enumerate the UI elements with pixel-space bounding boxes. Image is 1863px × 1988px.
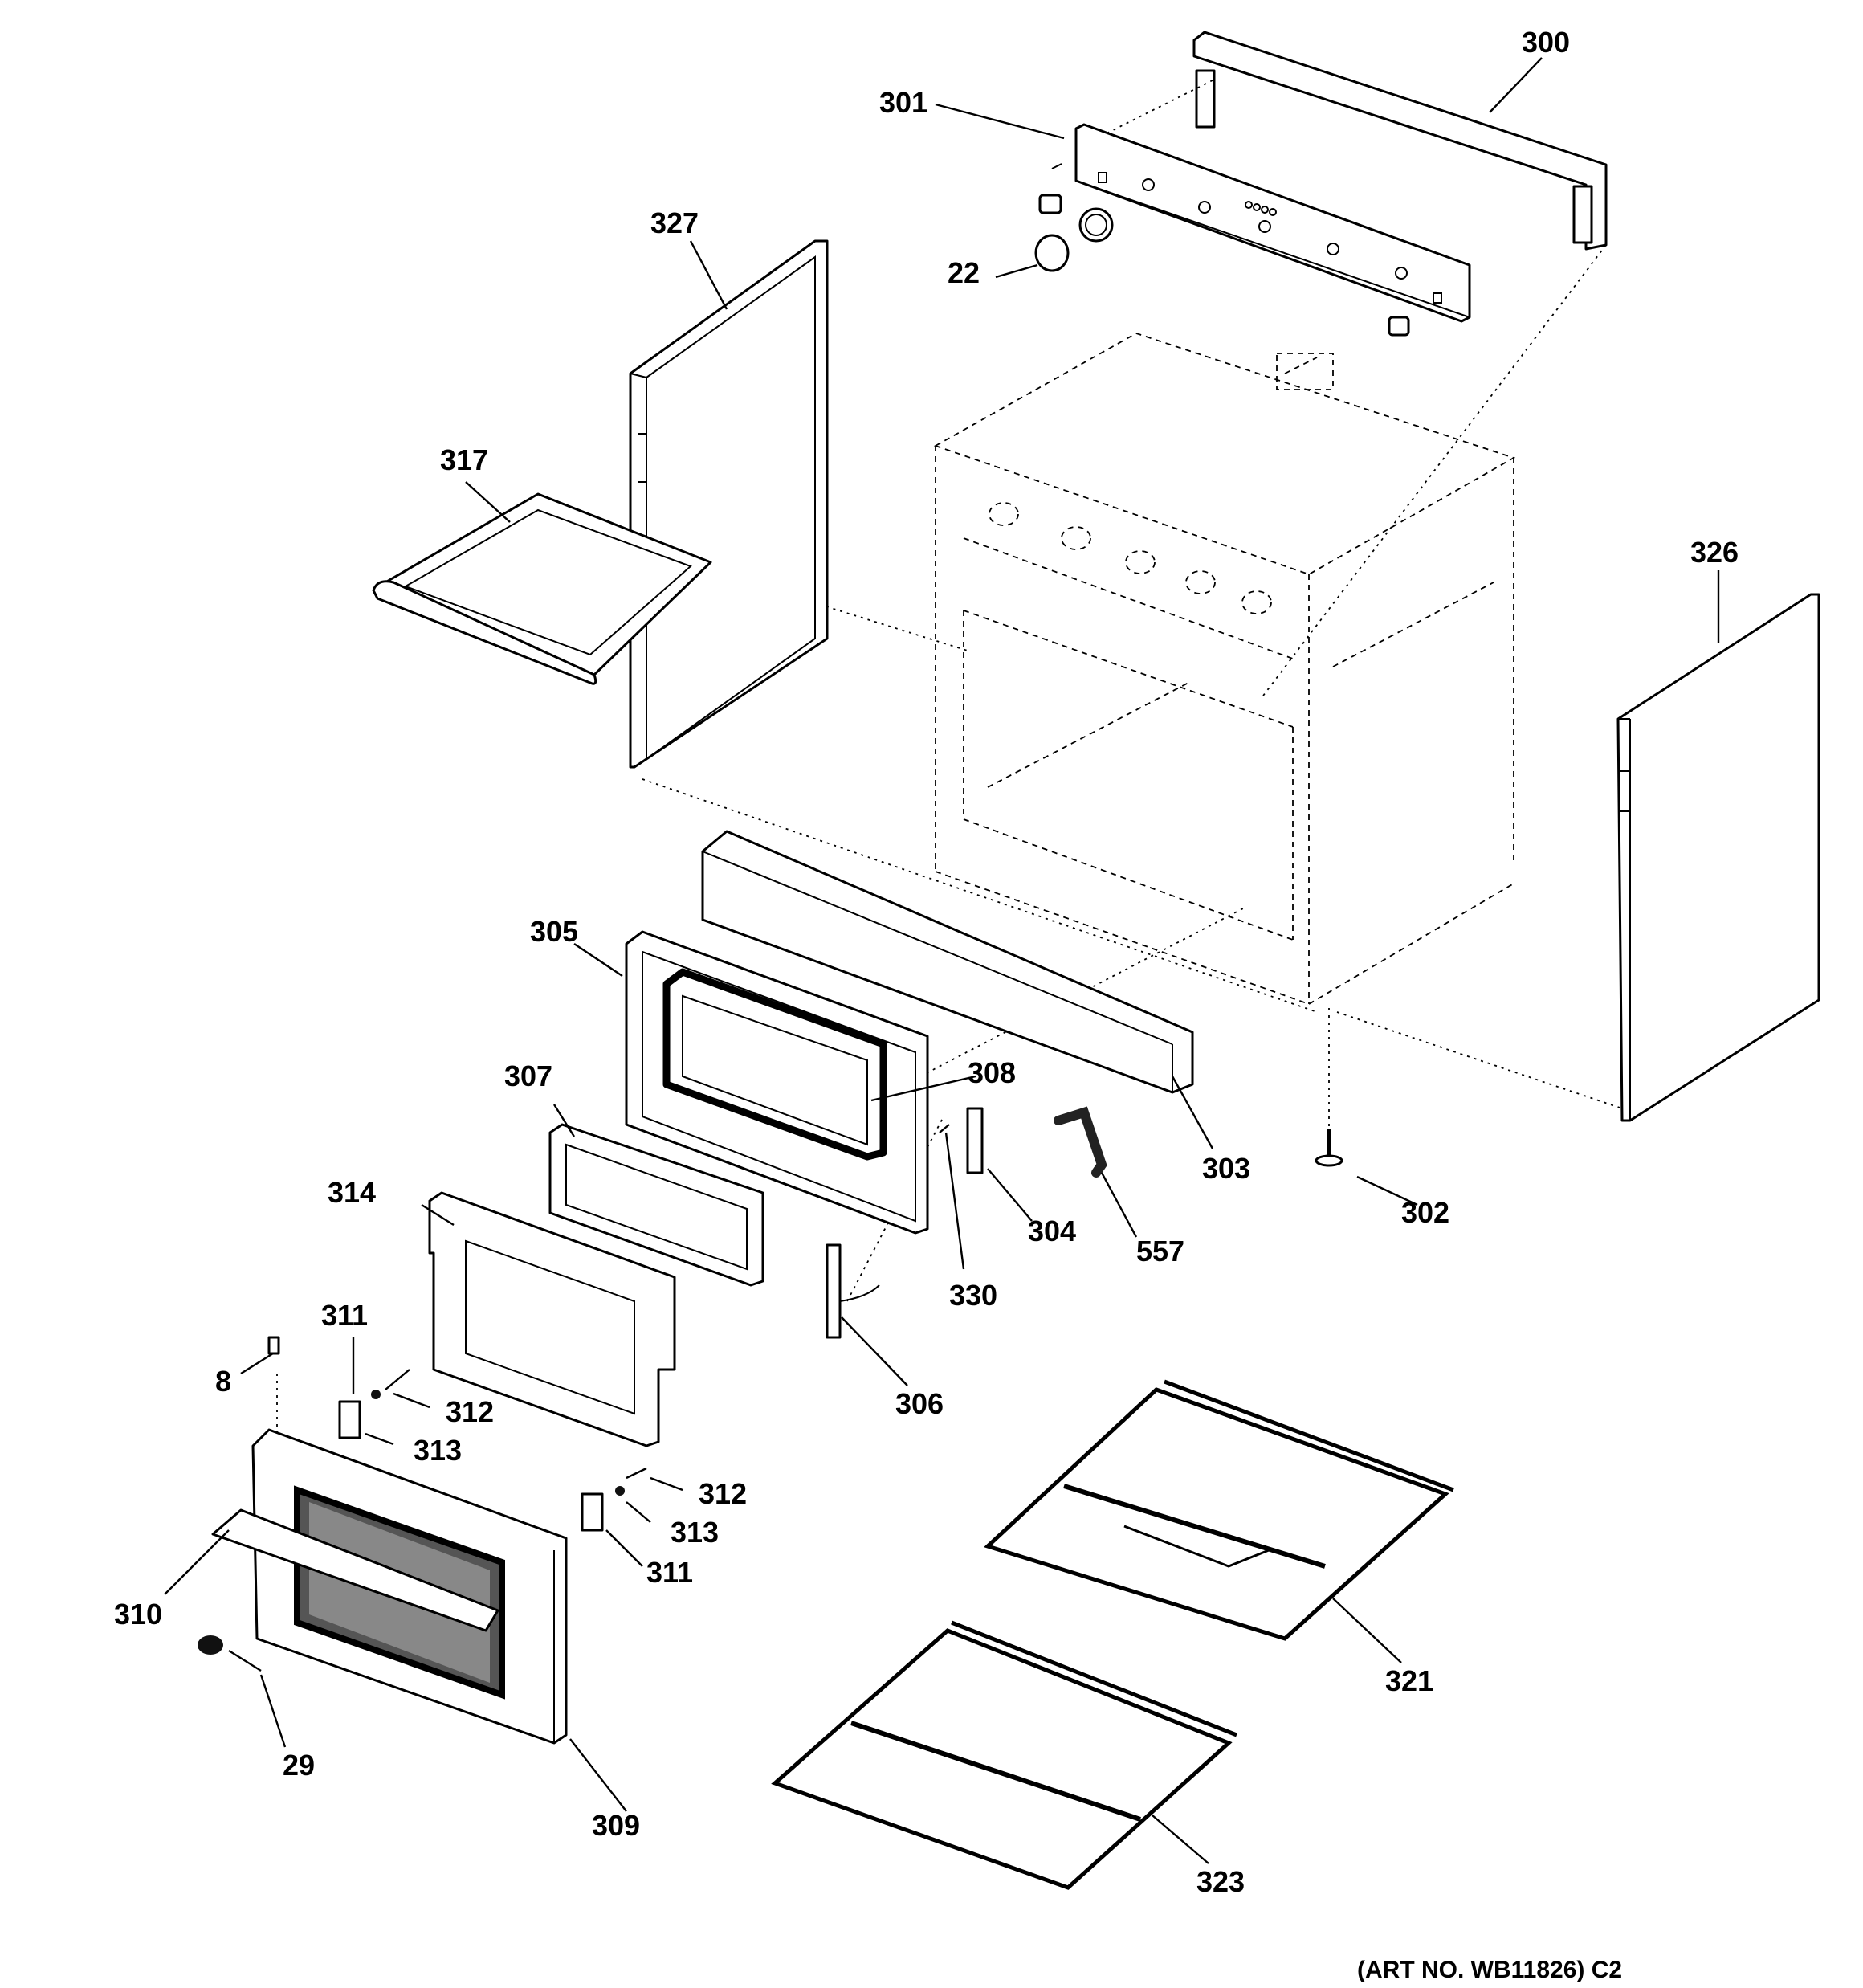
part-300-backguard-trim xyxy=(1192,31,1608,251)
label-part-309: 309 xyxy=(592,1809,640,1842)
hinge-parts-311-312-313 xyxy=(267,1336,647,1532)
label-part-302: 302 xyxy=(1401,1196,1449,1229)
label-part-313-upper: 313 xyxy=(414,1434,462,1467)
label-part-311-lower: 311 xyxy=(646,1556,693,1589)
part-307-inner-glass xyxy=(548,1123,764,1287)
label-part-312-lower: 312 xyxy=(699,1477,747,1510)
label-part-22: 22 xyxy=(948,256,980,289)
label-part-557: 557 xyxy=(1136,1235,1184,1268)
part-323-oven-rack xyxy=(771,1620,1237,1890)
part-303-vent-trim xyxy=(701,830,1194,1094)
label-part-327: 327 xyxy=(650,206,699,239)
part-labels: 300 301 22 327 317 326 305 308 307 303 3… xyxy=(114,26,1739,1983)
part-326-side-panel xyxy=(1616,593,1820,1122)
label-part-321: 321 xyxy=(1385,1664,1433,1697)
part-314-door-panel xyxy=(428,1191,676,1447)
label-part-312-upper: 312 xyxy=(446,1395,494,1428)
label-part-306: 306 xyxy=(895,1387,944,1420)
label-part-301: 301 xyxy=(879,86,927,119)
art-number: (ART NO. WB11826) C2 xyxy=(1357,1957,1622,1983)
part-557-wire xyxy=(1054,1106,1107,1178)
part-29-foot xyxy=(198,1635,262,1672)
label-part-326: 326 xyxy=(1690,536,1739,569)
label-part-317: 317 xyxy=(440,443,488,476)
label-part-313-lower: 313 xyxy=(671,1516,719,1549)
part-301-control-panel xyxy=(1074,123,1471,323)
part-304-hinge-bracket xyxy=(966,1107,984,1174)
label-part-303: 303 xyxy=(1202,1152,1250,1185)
label-part-8: 8 xyxy=(215,1365,231,1398)
part-308-gasket xyxy=(662,968,887,1161)
part-317-tray xyxy=(372,492,712,685)
label-part-304: 304 xyxy=(1028,1214,1076,1247)
label-part-311-upper: 311 xyxy=(321,1299,368,1332)
leader-lines xyxy=(164,57,1720,1864)
label-part-323: 323 xyxy=(1196,1865,1245,1898)
label-part-310: 310 xyxy=(114,1598,162,1631)
knob-parts-22 xyxy=(1034,163,1410,337)
range-body-outline xyxy=(933,333,1516,1005)
label-part-314: 314 xyxy=(328,1176,376,1209)
part-302-leveler xyxy=(1315,1129,1343,1167)
label-part-29: 29 xyxy=(283,1749,315,1782)
label-part-330: 330 xyxy=(949,1279,997,1312)
label-part-300: 300 xyxy=(1522,26,1570,59)
label-part-305: 305 xyxy=(530,915,578,948)
part-321-oven-rack xyxy=(984,1379,1454,1641)
label-part-307: 307 xyxy=(504,1059,552,1092)
part-310-door-handle xyxy=(211,1508,499,1632)
part-330-screw xyxy=(939,1124,950,1133)
part-306-hinge xyxy=(826,1243,880,1339)
part-327-side-panel xyxy=(629,239,829,769)
label-part-308: 308 xyxy=(968,1056,1016,1089)
